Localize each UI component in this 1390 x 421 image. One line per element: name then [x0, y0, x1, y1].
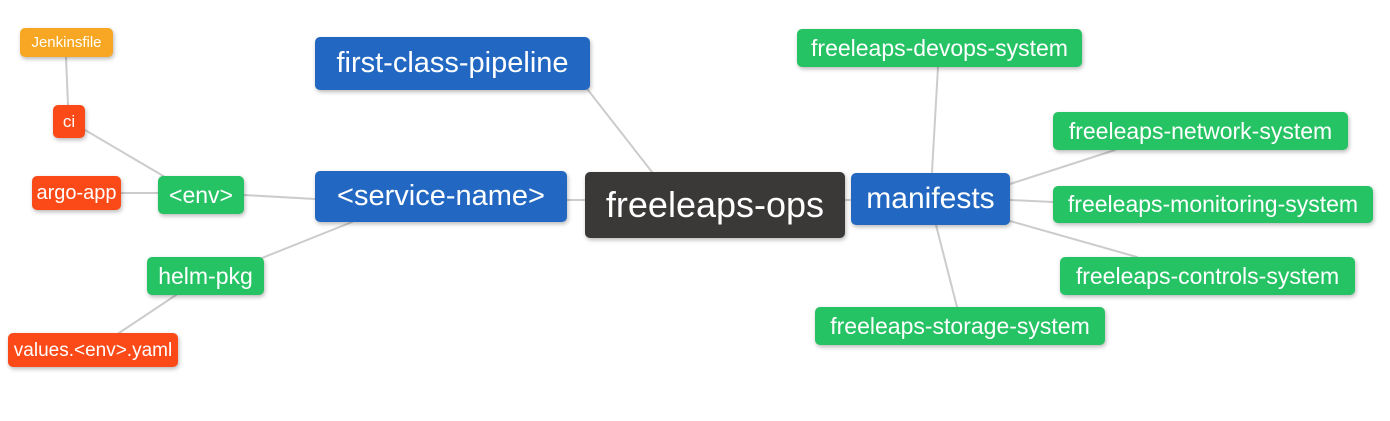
edge-ci-env — [84, 129, 166, 178]
node-freeleaps-controls-system[interactable]: freeleaps-controls-system — [1060, 257, 1355, 295]
node-manifests[interactable]: manifests — [851, 173, 1010, 225]
node-freeleaps-monitoring-system[interactable]: freeleaps-monitoring-system — [1053, 186, 1373, 223]
node-ci[interactable]: ci — [53, 105, 85, 138]
node-freeleaps-network-system[interactable]: freeleaps-network-system — [1053, 112, 1348, 150]
node-argo-app[interactable]: argo-app — [32, 176, 121, 210]
edge-helm-pkg-service-name — [261, 221, 353, 259]
edge-env-service-name — [243, 194, 316, 200]
node-freeleaps-storage-system[interactable]: freeleaps-storage-system — [815, 307, 1105, 345]
edge-manifests-monitoring-system — [1009, 199, 1054, 203]
edge-manifests-network-system — [1009, 149, 1116, 185]
node-env[interactable]: <env> — [158, 176, 244, 214]
node-first-class-pipeline[interactable]: first-class-pipeline — [315, 37, 590, 90]
node-values-env-yaml[interactable]: values.<env>.yaml — [8, 333, 178, 367]
edge-manifests-storage-system — [935, 224, 958, 308]
edge-jenkinsfile-ci — [65, 56, 69, 106]
edge-manifests-controls-system — [1009, 220, 1138, 258]
edge-first-class-pipeline-root — [587, 89, 653, 173]
node-freeleaps-ops-root[interactable]: freeleaps-ops — [585, 172, 845, 238]
edge-manifests-devops-system — [931, 66, 939, 173]
node-helm-pkg[interactable]: helm-pkg — [147, 257, 264, 295]
node-service-name[interactable]: <service-name> — [315, 171, 567, 222]
node-freeleaps-devops-system[interactable]: freeleaps-devops-system — [797, 29, 1082, 67]
edge-values-helm-pkg — [118, 294, 177, 334]
node-jenkinsfile[interactable]: Jenkinsfile — [20, 28, 113, 57]
